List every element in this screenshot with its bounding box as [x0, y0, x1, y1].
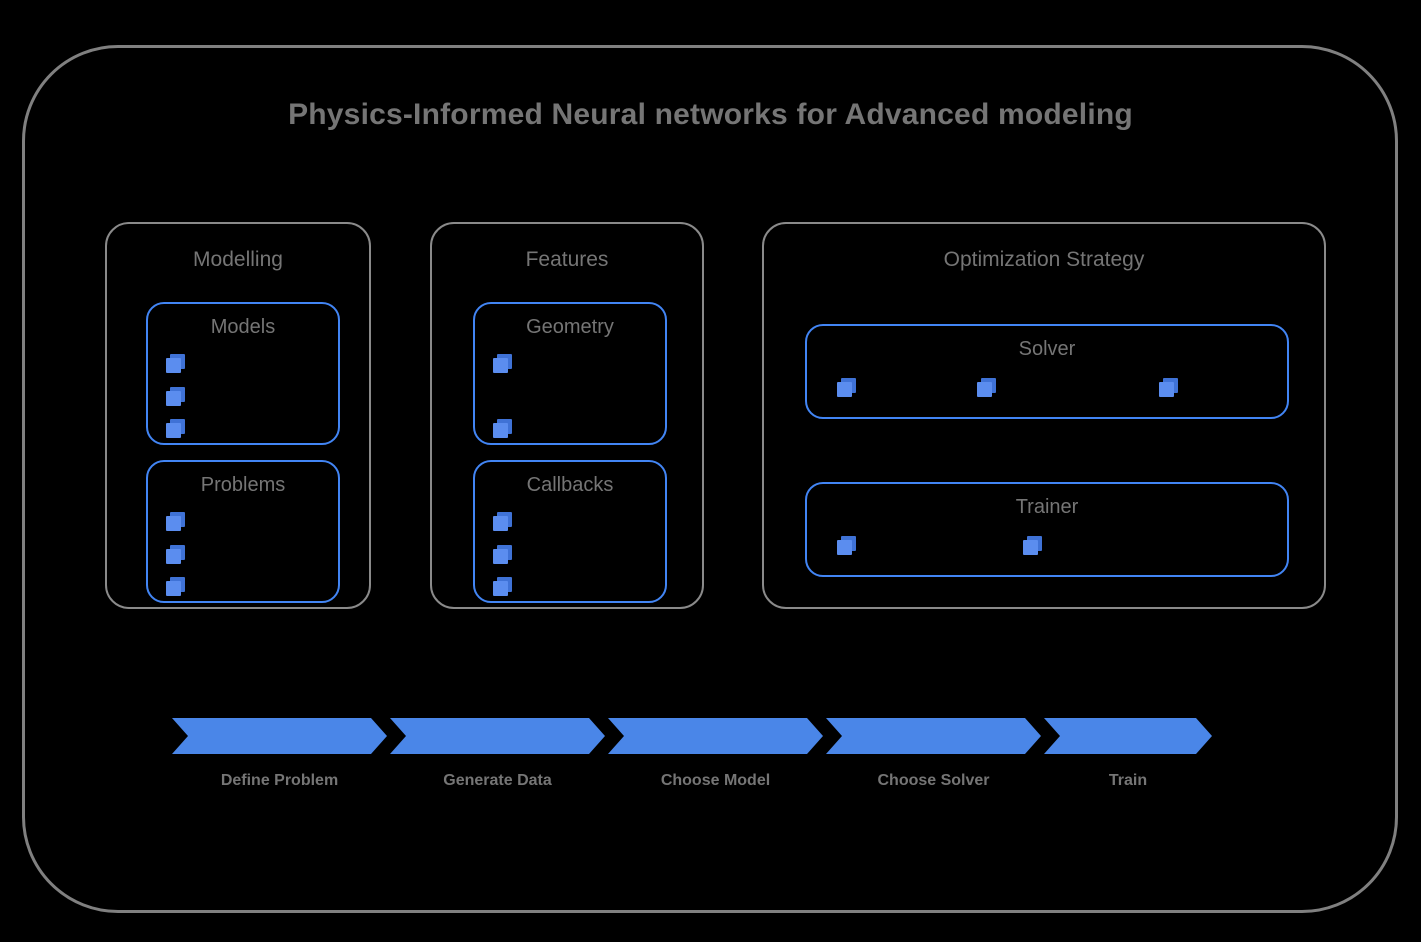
pipeline-step-label-4: Choose Solver	[877, 772, 990, 789]
layers-icon	[493, 419, 513, 439]
layers-icon-front	[493, 581, 508, 596]
layers-icon	[1159, 378, 1179, 398]
layers-icon	[493, 545, 513, 565]
sub-box-geometry[interactable]: Geometry	[473, 302, 667, 445]
group-modelling: Modelling Models Problems	[105, 222, 371, 609]
pipeline-step-label-2: Generate Data	[443, 772, 552, 789]
pipeline-step-3[interactable]	[608, 718, 823, 754]
sub-box-title-solver: Solver	[1018, 338, 1076, 360]
layers-icon-front	[493, 423, 508, 438]
layers-icon-front	[166, 423, 181, 438]
layers-icon	[493, 354, 513, 374]
sub-box-solver[interactable]: Solver	[805, 324, 1289, 419]
layers-icon	[166, 354, 186, 374]
layers-icon	[166, 387, 186, 407]
sub-box-title-models: Models	[210, 316, 276, 338]
group-title-modelling: Modelling	[193, 248, 283, 271]
layers-icon	[166, 419, 186, 439]
layers-icon-front	[166, 549, 181, 564]
pipeline-step-label-1: Define Problem	[220, 772, 339, 789]
layers-icon-front	[1159, 382, 1174, 397]
layers-icon-front	[493, 358, 508, 373]
group-title-features: Features	[525, 248, 609, 271]
layers-icon-front	[166, 358, 181, 373]
diagram-outer-frame	[22, 45, 1398, 913]
pipeline-step-1[interactable]	[172, 718, 387, 754]
sub-box-callbacks[interactable]: Callbacks	[473, 460, 667, 603]
layers-icon-front	[166, 516, 181, 531]
group-optimization-strategy: Optimization Strategy Solver Trainer	[762, 222, 1326, 609]
sub-box-title-trainer: Trainer	[1015, 496, 1079, 518]
layers-icon-front	[493, 516, 508, 531]
layers-icon	[166, 545, 186, 565]
layers-icon-front	[977, 382, 992, 397]
layers-icon-front	[493, 549, 508, 564]
sub-box-trainer[interactable]: Trainer	[805, 482, 1289, 577]
pipeline-step-label-3: Choose Model	[660, 772, 771, 789]
layers-icon	[493, 512, 513, 532]
sub-box-title-problems: Problems	[200, 474, 286, 496]
page-title: Physics-Informed Neural networks for Adv…	[288, 98, 1133, 131]
pipeline-step-5[interactable]	[1044, 718, 1212, 754]
layers-icon	[166, 577, 186, 597]
layers-icon-front	[166, 581, 181, 596]
group-features: Features Geometry Callbacks	[430, 222, 704, 609]
pipeline-step-label-5: Train	[1108, 772, 1148, 789]
layers-icon	[977, 378, 997, 398]
layers-icon	[837, 536, 857, 556]
sub-box-title-geometry: Geometry	[526, 316, 614, 338]
layers-icon-front	[1023, 540, 1038, 555]
layers-icon	[1023, 536, 1043, 556]
pipeline-step-2[interactable]	[390, 718, 605, 754]
sub-box-models[interactable]: Models	[146, 302, 340, 445]
workflow-pipeline: Define Problem Generate Data Choose Mode…	[172, 718, 1212, 789]
layers-icon	[493, 577, 513, 597]
sub-box-title-callbacks: Callbacks	[526, 474, 614, 496]
layers-icon	[166, 512, 186, 532]
group-title-optimization-strategy: Optimization Strategy	[943, 248, 1145, 271]
pipeline-step-4[interactable]	[826, 718, 1041, 754]
layers-icon-front	[837, 540, 852, 555]
layers-icon-front	[837, 382, 852, 397]
layers-icon-front	[166, 391, 181, 406]
sub-box-problems[interactable]: Problems	[146, 460, 340, 603]
layers-icon	[837, 378, 857, 398]
